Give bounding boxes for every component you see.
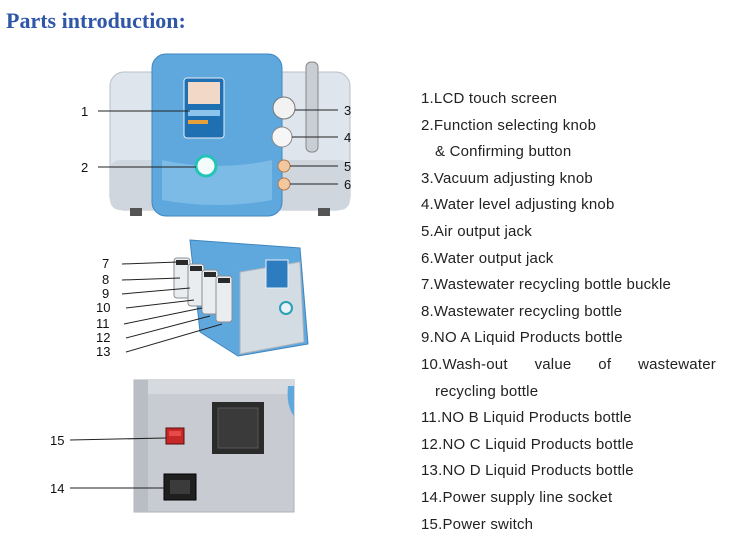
bottle-d	[215, 275, 233, 323]
function-knob	[194, 154, 218, 178]
part-10-continued: recycling bottle	[435, 382, 539, 400]
water-level-knob	[271, 126, 293, 148]
callout-10: 10	[96, 300, 110, 315]
page-heading: Parts introduction:	[6, 8, 186, 33]
part-4: 4.Water level adjusting knob	[421, 196, 615, 214]
side-lcd	[265, 259, 289, 289]
part-2-continued: & Confirming button	[435, 143, 572, 161]
vacuum-knob	[272, 96, 296, 120]
part-12: 12.NO C Liquid Products bottle	[421, 435, 634, 453]
callout-13: 13	[96, 344, 110, 359]
part-2: 2.Function selecting knob	[421, 116, 597, 134]
callout-14: 14	[50, 481, 64, 496]
callout-4: 4	[344, 130, 351, 145]
callout-11: 11	[96, 316, 110, 331]
handpiece	[305, 61, 319, 153]
device-front-figure: 1 2 3 4 5 6	[81, 53, 351, 217]
callout-1: 1	[81, 104, 88, 119]
air-output-jack	[277, 159, 291, 173]
part-6: 6.Water output jack	[421, 249, 554, 267]
water-output-jack	[277, 177, 291, 191]
part-15: 15.Power switch	[421, 515, 534, 533]
part-8: 8.Wastewater recycling bottle	[421, 302, 623, 320]
part-9: 9.NO A Liquid Products bottle	[421, 329, 623, 347]
callout-15: 15	[50, 433, 64, 448]
part-11: 11.NO B Liquid Products bottle	[421, 409, 632, 427]
part-1: 1.LCD touch screen	[421, 90, 558, 107]
device-side-figure: 7 8 9 10 11 12 13	[96, 239, 309, 359]
device-back-figure: 15 14	[50, 379, 295, 513]
part-13: 13.NO D Liquid Products bottle	[421, 462, 634, 480]
part-5: 5.Air output jack	[421, 222, 532, 240]
callout-8: 8	[102, 272, 109, 287]
callout-5: 5	[344, 159, 351, 174]
callout-3: 3	[344, 103, 351, 118]
callout-7: 7	[102, 256, 109, 271]
callout-12: 12	[96, 330, 110, 345]
callout-6: 6	[344, 177, 351, 192]
part-7: 7.Wastewater recycling bottle buckle	[421, 276, 672, 294]
part-14: 14.Power supply line socket	[421, 488, 613, 506]
callout-2: 2	[81, 160, 88, 175]
parts-list: 1.LCD touch screen 2.Function selecting …	[421, 86, 721, 538]
part-3: 3.Vacuum adjusting knob	[421, 169, 593, 187]
callout-9: 9	[102, 286, 109, 301]
